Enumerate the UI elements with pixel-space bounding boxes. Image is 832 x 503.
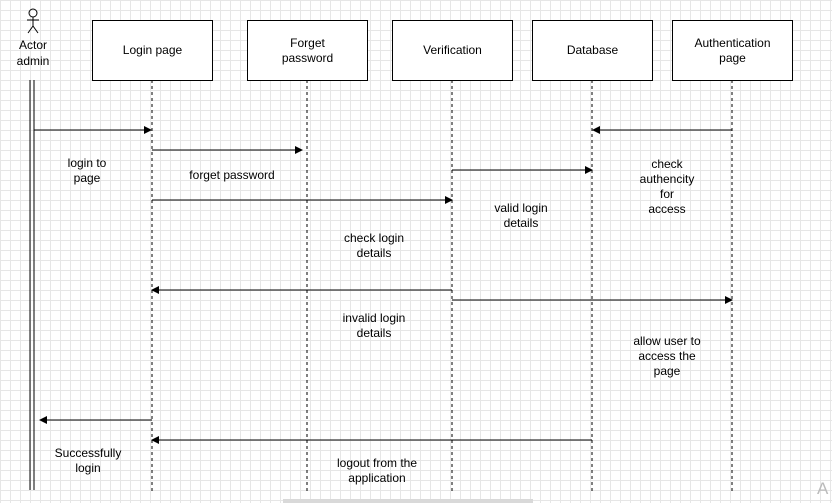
lifeline-box-verification: Verification xyxy=(392,20,513,81)
message-label-login-to-page: login to page xyxy=(67,156,107,185)
message-label-check-authencity: check authencity for access xyxy=(639,157,695,216)
message-label-forget-password: forget password xyxy=(189,168,275,182)
message-label-check-login-details: check login details xyxy=(343,231,405,260)
message-label-invalid-login-details: invalid login details xyxy=(342,311,406,340)
message-label-logout: logout from the application xyxy=(336,456,418,485)
message-label-successfully-login: Successfully login xyxy=(54,446,122,475)
horizontal-scrollbar[interactable] xyxy=(283,499,533,503)
actor-figure-icon xyxy=(27,8,39,34)
lifeline-box-authentication: Authentication page xyxy=(672,20,793,81)
actor-label: Actor admin xyxy=(16,38,50,68)
message-label-allow-user: allow user to access the page xyxy=(633,334,701,378)
message-label-valid-login-details: valid login details xyxy=(494,201,548,230)
lifeline-box-database: Database xyxy=(532,20,653,81)
lifeline-box-forget-password: Forget password xyxy=(247,20,368,81)
watermark-text: A xyxy=(817,479,829,498)
lifeline-box-login: Login page xyxy=(92,20,213,81)
